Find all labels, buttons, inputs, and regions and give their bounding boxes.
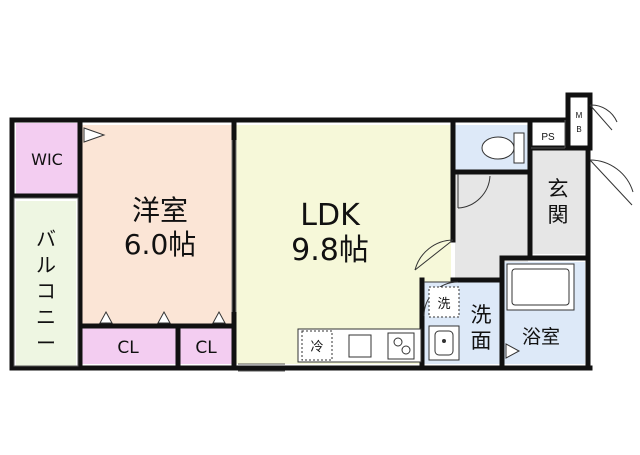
mb-label-m: M <box>576 111 583 120</box>
washer-space <box>428 286 460 318</box>
hall-area <box>455 174 528 278</box>
svg-text:ー: ー <box>36 331 56 355</box>
entrance-label-2: 関 <box>548 203 569 227</box>
fridge-label: 冷 <box>310 340 323 355</box>
ps-label: PS <box>541 132 555 143</box>
closet-2-label: CL <box>195 338 217 358</box>
stove-icon <box>387 332 415 360</box>
closet-1-label: CL <box>117 338 139 358</box>
closet-1-area <box>81 328 176 364</box>
entrance-area <box>531 150 585 254</box>
svg-text:バ: バ <box>36 227 56 251</box>
fridge-space <box>301 330 333 361</box>
toilet-icon <box>481 132 525 164</box>
ps-area <box>531 125 565 147</box>
closet-markers <box>99 310 226 324</box>
entrance-label-1: 玄 <box>548 177 569 201</box>
ldk-name: LDK <box>300 198 361 233</box>
balcony-area <box>16 201 76 366</box>
bath-door-marker <box>505 343 521 359</box>
wic-label: WIC <box>31 150 63 169</box>
mb-label-b: B <box>576 125 581 134</box>
washroom-label-2: 面 <box>471 329 492 353</box>
svg-text:ニ: ニ <box>36 305 56 329</box>
svg-text:コ: コ <box>36 279 56 303</box>
western-room-name: 洋室 <box>132 194 188 227</box>
wic-area <box>16 123 78 194</box>
doors <box>414 104 634 317</box>
bathtub-icon <box>506 263 575 311</box>
washroom-label-1: 洗 <box>471 303 492 327</box>
svg-text:ル: ル <box>36 253 56 277</box>
bathroom-label: 浴室 <box>522 326 560 348</box>
western-room-size: 6.0帖 <box>124 228 197 261</box>
sink-icon <box>348 334 372 358</box>
thin-lines <box>13 120 566 372</box>
western-room-area <box>81 125 232 328</box>
closet-2-area <box>180 328 232 364</box>
ldk-area <box>236 125 451 364</box>
window-marker <box>83 127 106 143</box>
washer-label: 洗 <box>437 297 450 312</box>
ldk-size: 9.8帖 <box>291 233 369 268</box>
balcony-label: バ ル コ ニ ー <box>36 227 56 355</box>
sliding-door <box>231 140 237 312</box>
washbasin-icon <box>428 325 460 361</box>
